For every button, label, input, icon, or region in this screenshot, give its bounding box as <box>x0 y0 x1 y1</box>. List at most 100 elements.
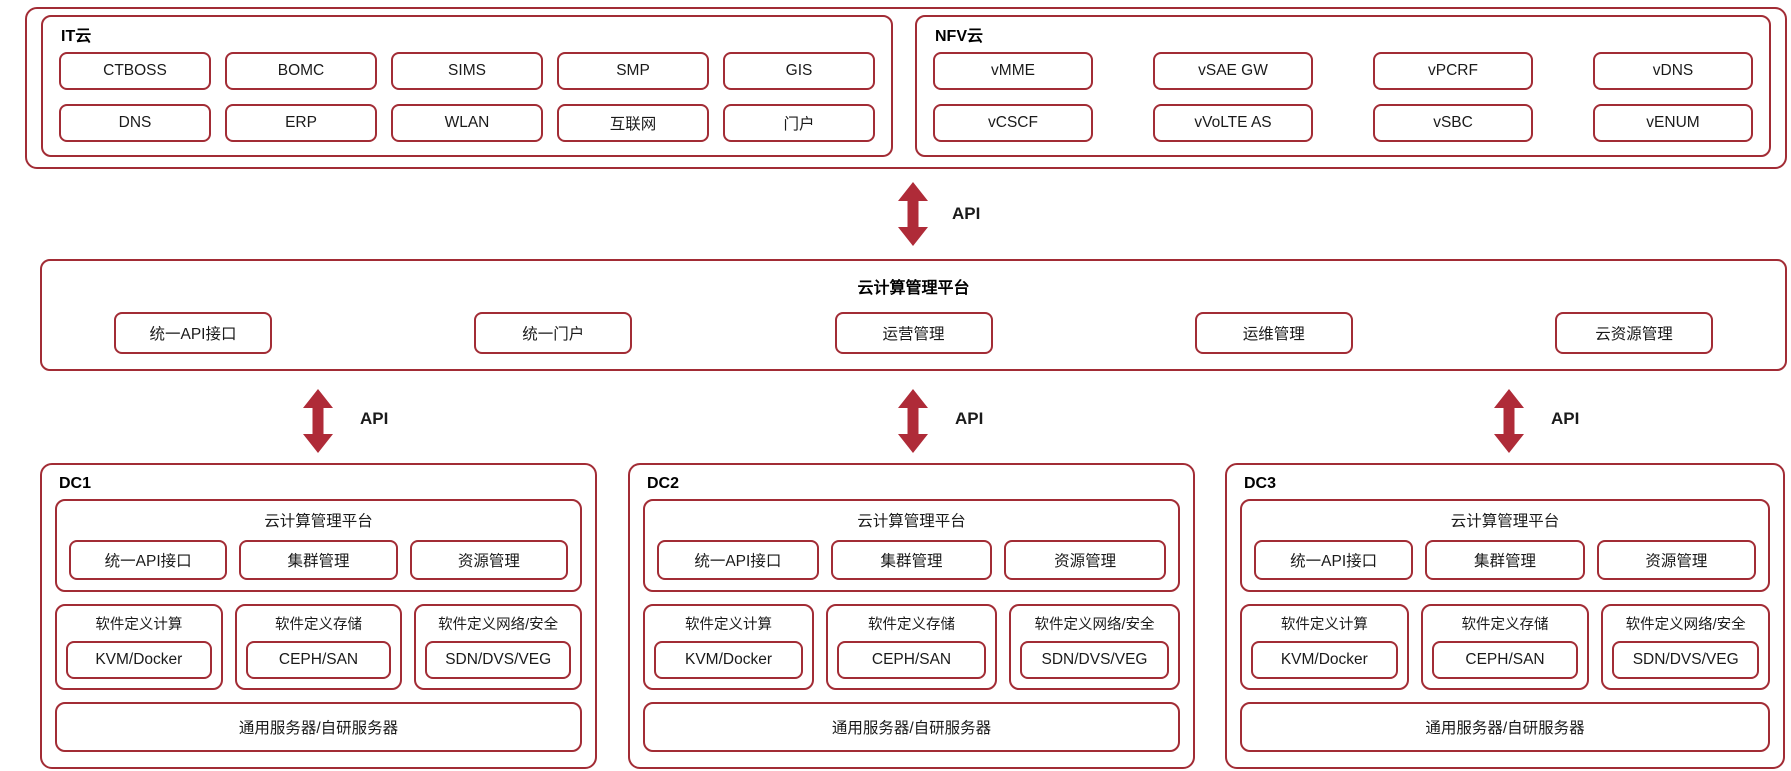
dc3-section: DC3 云计算管理平台 统一API接口 集群管理 资源管理 软件定义计算 KVM… <box>1225 463 1785 769</box>
it-cloud-row-2: DNS ERP WLAN 互联网 门户 <box>59 104 875 142</box>
dc2-sdn-storage-title: 软件定义存储 <box>868 617 955 633</box>
dc1-server-bar: 通用服务器/自研服务器 <box>55 702 582 752</box>
it-app-smp: SMP <box>557 52 709 90</box>
platform-item-unified-api: 统一API接口 <box>114 312 272 354</box>
api-arrow-icon <box>898 182 928 246</box>
nfv-cloud-title: NFV云 <box>935 28 984 45</box>
dc3-sdn-network-tech: SDN/DVS/VEG <box>1612 641 1760 679</box>
dc1-sdn-network-tech: SDN/DVS/VEG <box>425 641 572 679</box>
dc3-platform-title: 云计算管理平台 <box>1450 513 1560 530</box>
it-app-wlan: WLAN <box>391 104 543 142</box>
dc1-item-unified-api: 统一API接口 <box>69 540 228 580</box>
dc3-platform: 云计算管理平台 统一API接口 集群管理 资源管理 <box>1240 499 1770 592</box>
dc2-sdn-storage: 软件定义存储 CEPH/SAN <box>826 604 997 690</box>
dc3-sdn-network-title: 软件定义网络/安全 <box>1625 617 1746 633</box>
api-label-dc1: API <box>360 409 389 428</box>
it-cloud-title: IT云 <box>61 28 92 45</box>
it-app-dns: DNS <box>59 104 211 142</box>
dc1-sdn-network: 软件定义网络/安全 SDN/DVS/VEG <box>414 604 583 690</box>
dc2-sdn-row: 软件定义计算 KVM/Docker 软件定义存储 CEPH/SAN 软件定义网络… <box>643 604 1180 690</box>
api-label-top: API <box>952 204 981 223</box>
dc2-server-bar: 通用服务器/自研服务器 <box>643 702 1180 752</box>
dc1-sdn-network-title: 软件定义网络/安全 <box>438 617 559 633</box>
dc2-sdn-compute: 软件定义计算 KVM/Docker <box>643 604 814 690</box>
dc2-sdn-network-title: 软件定义网络/安全 <box>1034 617 1155 633</box>
dc3-sdn-storage-title: 软件定义存储 <box>1461 617 1549 633</box>
api-arrow-icon <box>303 389 333 453</box>
platform-item-unified-portal: 统一门户 <box>474 312 633 354</box>
dc3-sdn-compute-tech: KVM/Docker <box>1251 641 1398 679</box>
dc1-sdn-storage-tech: CEPH/SAN <box>245 641 392 679</box>
dc1-platform-row: 统一API接口 集群管理 资源管理 <box>69 540 568 580</box>
dc3-sdn-compute-title: 软件定义计算 <box>1280 617 1368 633</box>
dc2-item-unified-api: 统一API接口 <box>657 540 819 580</box>
dc3-item-cluster-mgmt: 集群管理 <box>1425 540 1585 580</box>
dc2-sdn-network-tech: SDN/DVS/VEG <box>1020 641 1169 679</box>
api-label-dc3: API <box>1551 409 1580 428</box>
platform-item-cloud-resource-mgmt: 云资源管理 <box>1555 312 1713 354</box>
dc2-sdn-network: 软件定义网络/安全 SDN/DVS/VEG <box>1009 604 1180 690</box>
it-app-portal: 门户 <box>723 104 875 142</box>
nfv-cloud-row-1: vMME vSAE GW vPCRF vDNS <box>933 52 1753 90</box>
dc1-title: DC1 <box>59 475 92 492</box>
nfv-app-vcscf: vCSCF <box>933 104 1093 142</box>
nfv-cloud-row-2: vCSCF vVoLTE AS vSBC vENUM <box>933 104 1753 142</box>
it-app-bomc: BOMC <box>225 52 377 90</box>
dc2-sdn-compute-title: 软件定义计算 <box>685 617 772 633</box>
dc2-sdn-storage-tech: CEPH/SAN <box>837 641 986 679</box>
dc3-sdn-storage: 软件定义存储 CEPH/SAN <box>1420 604 1590 690</box>
dc1-item-resource-mgmt: 资源管理 <box>409 540 568 580</box>
api-arrow-icon <box>898 389 928 453</box>
it-app-erp: ERP <box>225 104 377 142</box>
nfv-app-vvolte-as: vVoLTE AS <box>1153 104 1313 142</box>
dc3-server-bar: 通用服务器/自研服务器 <box>1240 702 1770 752</box>
dc3-sdn-compute: 软件定义计算 KVM/Docker <box>1240 604 1409 690</box>
dc2-platform: 云计算管理平台 统一API接口 集群管理 资源管理 <box>643 499 1180 592</box>
dc1-sdn-compute: 软件定义计算 KVM/Docker <box>55 604 223 690</box>
dc1-sdn-storage-title: 软件定义存储 <box>275 617 362 633</box>
it-app-sims: SIMS <box>391 52 543 90</box>
dc3-sdn-storage-tech: CEPH/SAN <box>1431 641 1579 679</box>
nfv-app-venum: vENUM <box>1593 104 1753 142</box>
platform-items-row: 统一API接口 统一门户 运营管理 运维管理 云资源管理 <box>42 312 1785 354</box>
dc1-section: DC1 云计算管理平台 统一API接口 集群管理 资源管理 软件定义计算 KVM… <box>40 463 597 769</box>
dc2-item-cluster-mgmt: 集群管理 <box>830 540 993 580</box>
nfv-app-vsae-gw: vSAE GW <box>1153 52 1313 90</box>
dc3-sdn-network: 软件定义网络/安全 SDN/DVS/VEG <box>1601 604 1771 690</box>
nfv-app-vmme: vMME <box>933 52 1093 90</box>
nfv-app-vsbc: vSBC <box>1373 104 1533 142</box>
dc3-item-unified-api: 统一API接口 <box>1254 540 1414 580</box>
dc3-platform-row: 统一API接口 集群管理 资源管理 <box>1254 540 1756 580</box>
top-clouds-container: IT云 CTBOSS BOMC SIMS SMP GIS DNS ERP WLA… <box>25 7 1787 169</box>
dc3-title: DC3 <box>1244 475 1277 492</box>
platform-title: 云计算管理平台 <box>857 280 970 297</box>
dc1-sdn-storage: 软件定义存储 CEPH/SAN <box>234 604 403 690</box>
it-cloud-section: IT云 CTBOSS BOMC SIMS SMP GIS DNS ERP WLA… <box>41 15 893 157</box>
dc1-sdn-compute-tech: KVM/Docker <box>66 641 212 679</box>
it-app-internet: 互联网 <box>557 104 709 142</box>
dc1-sdn-row: 软件定义计算 KVM/Docker 软件定义存储 CEPH/SAN 软件定义网络… <box>55 604 583 690</box>
api-arrow-icon <box>1494 389 1524 453</box>
platform-item-operation-mgmt: 运营管理 <box>834 312 993 354</box>
dc1-platform-title: 云计算管理平台 <box>264 513 373 530</box>
it-app-ctboss: CTBOSS <box>59 52 211 90</box>
nfv-app-vdns: vDNS <box>1593 52 1753 90</box>
dc2-title: DC2 <box>647 475 680 492</box>
dc2-sdn-compute-tech: KVM/Docker <box>654 641 803 679</box>
dc2-item-resource-mgmt: 资源管理 <box>1004 540 1167 580</box>
nfv-cloud-section: NFV云 vMME vSAE GW vPCRF vDNS vCSCF vVoLT… <box>915 15 1771 157</box>
dc2-section: DC2 云计算管理平台 统一API接口 集群管理 资源管理 软件定义计算 KVM… <box>628 463 1195 769</box>
dc1-sdn-compute-title: 软件定义计算 <box>95 617 183 633</box>
dc2-platform-row: 统一API接口 集群管理 资源管理 <box>657 540 1167 580</box>
dc1-item-cluster-mgmt: 集群管理 <box>239 540 398 580</box>
dc3-item-resource-mgmt: 资源管理 <box>1596 540 1756 580</box>
api-label-dc2: API <box>955 409 984 428</box>
dc3-sdn-row: 软件定义计算 KVM/Docker 软件定义存储 CEPH/SAN 软件定义网络… <box>1240 604 1771 690</box>
cloud-management-platform-section: 云计算管理平台 统一API接口 统一门户 运营管理 运维管理 云资源管理 <box>40 259 1787 371</box>
it-app-gis: GIS <box>723 52 875 90</box>
it-cloud-row-1: CTBOSS BOMC SIMS SMP GIS <box>59 52 875 90</box>
dc2-platform-title: 云计算管理平台 <box>857 513 966 530</box>
nfv-app-vpcrf: vPCRF <box>1373 52 1533 90</box>
dc1-platform: 云计算管理平台 统一API接口 集群管理 资源管理 <box>55 499 582 592</box>
